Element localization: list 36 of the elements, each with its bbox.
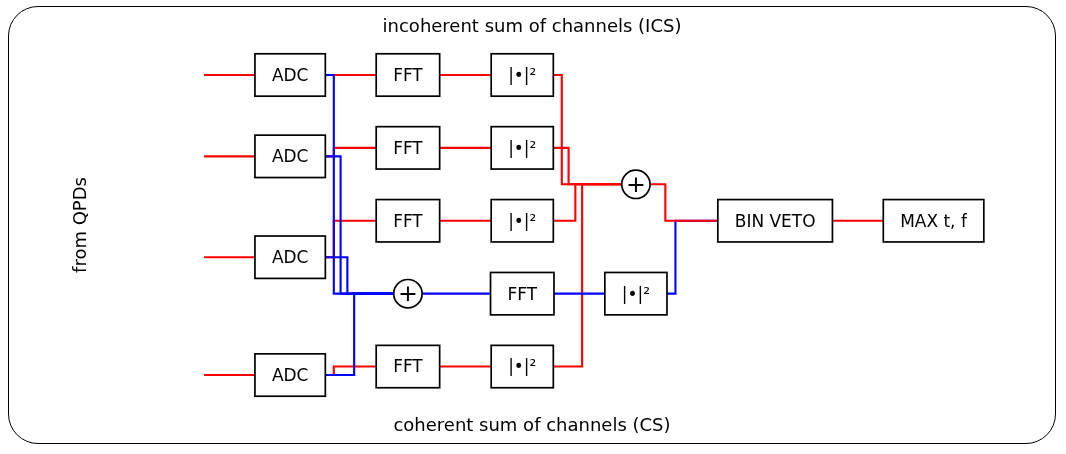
node-box bbox=[254, 353, 327, 398]
node-box bbox=[375, 198, 441, 243]
node-circle bbox=[620, 169, 651, 200]
node-box bbox=[490, 52, 555, 97]
connector bbox=[204, 373, 255, 377]
connector bbox=[439, 73, 492, 77]
node-box bbox=[490, 125, 555, 170]
node-box bbox=[254, 134, 327, 179]
connector bbox=[553, 183, 622, 368]
connector bbox=[832, 219, 884, 222]
node-box bbox=[716, 198, 834, 243]
connector bbox=[422, 292, 491, 295]
connector bbox=[204, 73, 255, 77]
node-box bbox=[375, 125, 441, 170]
node-box bbox=[375, 52, 441, 97]
input-label: from QPDs bbox=[68, 177, 90, 273]
node-box bbox=[490, 198, 555, 243]
connector bbox=[439, 219, 492, 222]
connector bbox=[650, 183, 718, 222]
connector bbox=[554, 292, 605, 295]
node-box bbox=[604, 271, 668, 316]
connector bbox=[204, 256, 255, 259]
frame-border: incoherent sum of channels (ICS) from QPDs ADC ADC ADC ADC FFT |•|² FFT |•|² FFT |•|² FFT |•|² + + FFT |•|² BIN VETO MAX t, f coherent sum of channels (CS) bbox=[8, 6, 1056, 444]
node-circle bbox=[392, 278, 423, 309]
connector bbox=[204, 155, 255, 158]
node-box bbox=[882, 198, 985, 243]
node-box bbox=[489, 271, 555, 316]
caption-text: incoherent sum of channels (ICS) bbox=[381, 15, 683, 36]
node-box bbox=[490, 344, 555, 389]
node-box bbox=[254, 52, 327, 97]
caption-text: coherent sum of channels (CS) bbox=[392, 414, 672, 435]
node-box bbox=[254, 235, 327, 280]
connector bbox=[439, 365, 492, 368]
connector bbox=[439, 146, 492, 149]
connector bbox=[325, 292, 394, 377]
node-box bbox=[375, 344, 441, 389]
